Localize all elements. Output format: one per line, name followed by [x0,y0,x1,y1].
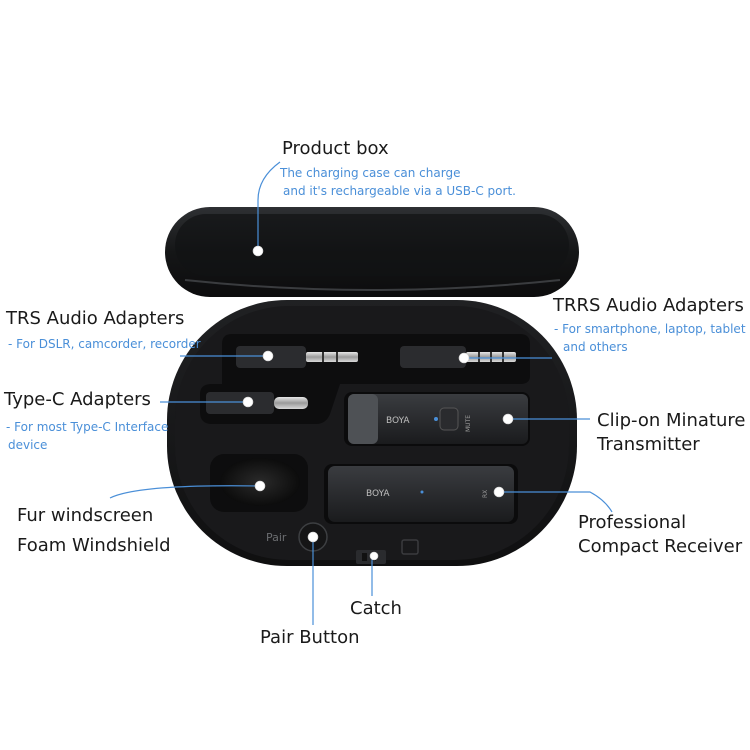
receiver-brand-text: BOYA [366,489,390,499]
label-trrs: TRRS Audio Adapters [553,295,744,316]
trrs-adapter [400,346,516,368]
label-clip-on-2: Transmitter [597,434,700,455]
typec-adapter [206,392,308,414]
label-trs: TRS Audio Adapters [6,308,185,329]
label-receiver-2: Compact Receiver [578,536,743,557]
transmitter-brand-text: BOYA [386,416,410,426]
label-typec-desc-1: - For most Type-C Interface [6,420,169,434]
label-receiver-1: Professional [578,512,687,533]
label-typec: Type-C Adapters [4,389,151,410]
receiver-rx-text: RX [482,490,489,498]
label-pair-button: Pair Button [260,627,360,648]
label-product-box-desc-1: The charging case can charge [280,166,461,180]
label-foam: Foam Windshield [17,535,171,556]
label-product-box: Product box [282,138,389,159]
callout-dots [242,245,514,561]
compact-receiver: BOYA RX [324,464,518,524]
label-clip-on-1: Clip-on Minature [597,410,746,431]
label-trs-desc: - For DSLR, camcorder, recorder [8,337,201,351]
leader-lines [109,161,613,625]
case-lid [165,207,579,297]
clip-on-transmitter: BOYA MUTE [344,392,530,446]
label-product-box-desc-2: and it's rechargeable via a USB-C port. [283,184,516,198]
label-catch: Catch [350,598,402,619]
transmitter-mute-text: MUTE [465,415,472,432]
label-trrs-desc-1: - For smartphone, laptop, tablet [554,322,746,336]
label-trrs-desc-2: and others [563,340,628,354]
pair-text: Pair [266,531,287,544]
label-typec-desc-2: device [8,438,48,452]
label-fur: Fur windscreen [17,505,154,526]
